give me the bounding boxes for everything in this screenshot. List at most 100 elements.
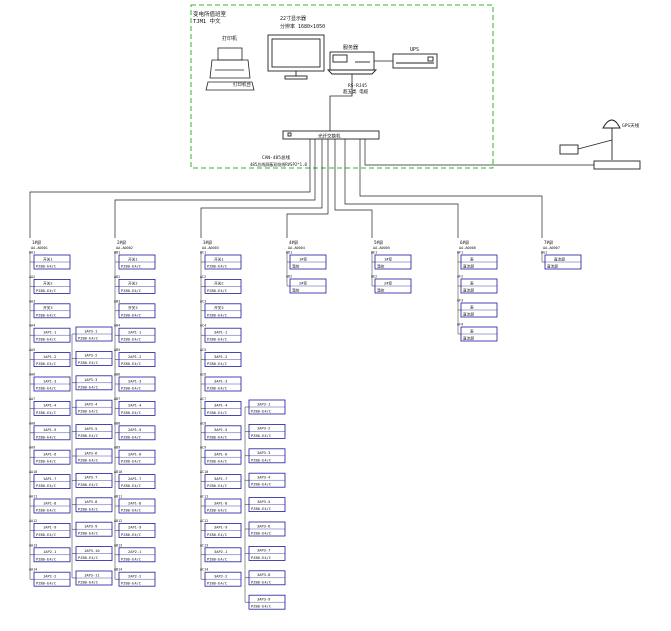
module-type: PZ80-E4/C — [36, 338, 56, 342]
module-type: PZ80-E4/C — [121, 289, 141, 293]
module-type: PZ80-E4/C — [207, 533, 227, 537]
module-type: PZ80-E4/C — [207, 338, 227, 342]
module-name: 开关2 — [43, 281, 53, 286]
printer-label: 打印机 — [222, 35, 237, 42]
module-type: PZ80-E4/C — [207, 557, 227, 561]
control-room-border — [190, 4, 494, 169]
module-type: PZ80-E4/C — [207, 460, 227, 464]
bus-wire-5 — [334, 139, 373, 238]
module-type: PZ80-E4/C — [36, 509, 56, 513]
module-name: 3AP3-7 — [257, 549, 270, 553]
module-name: 表 — [470, 280, 474, 285]
module-type: PZ80-E4/C — [251, 410, 271, 414]
module-tag: AC10 — [200, 470, 208, 474]
module-type: PZ80-E4/C — [121, 509, 141, 513]
column-header-code: AA-A0007 — [543, 246, 560, 250]
module-type: PZ80-E4/C — [121, 557, 141, 561]
column-header: 6#屏 — [460, 240, 469, 246]
module-type: 直流屏 — [463, 312, 474, 317]
module-type: PZ80-E4/C — [36, 411, 56, 415]
module-tag: AC6 — [200, 373, 206, 377]
module-type: PZ80-E4/C — [251, 532, 271, 536]
module-type: PZ80-E4/C — [121, 582, 141, 586]
module-tag: AA4 — [29, 324, 35, 328]
module-name: 1#变 — [384, 256, 392, 261]
module-name: 1AP1-6 — [43, 453, 56, 457]
room-subtitle: TJM1 中文 — [193, 17, 221, 25]
module-tag: AA7 — [29, 397, 35, 401]
module-tag: AB4 — [114, 324, 120, 328]
printer-desk-label: 打印机台 — [233, 81, 251, 88]
module-name: 开关2 — [128, 281, 138, 286]
server-label: 服务器 — [343, 44, 358, 51]
module-tag: AB2 — [114, 275, 120, 279]
module-type: PZ80-E4/C — [36, 265, 56, 269]
column-header-code: AA-A0005 — [373, 246, 390, 250]
module-tag: AE1 — [371, 251, 377, 255]
cable-label: RS-RJ45 — [348, 83, 367, 89]
module-name: 开关3 — [128, 305, 138, 310]
module-name: 3AP1-4 — [214, 404, 228, 408]
module-name: 1AP1-9 — [43, 526, 56, 530]
module-type: PZ80-E4/C — [121, 338, 141, 342]
module-name: 3AP1-9 — [214, 526, 227, 530]
module-type: PZ80-E4/C — [251, 458, 271, 462]
module-name: 3AP1-8 — [214, 501, 227, 505]
monitor-label: 22寸显示器 — [280, 15, 306, 22]
module-tag: AA10 — [29, 470, 37, 474]
module-name: 1AP3-9 — [84, 525, 97, 529]
module-type: PZ80-E4/C — [78, 581, 98, 585]
module-name: 1AP3-11 — [84, 573, 100, 577]
module-name: 直流屏 — [554, 256, 565, 261]
switch-label: 光纤交换机 — [318, 133, 341, 140]
module-tag: AF4 — [457, 323, 463, 327]
module-type: PZ80-E4/C — [207, 582, 227, 586]
module-name: 1AP2-1 — [43, 550, 56, 554]
module-tag: AG1 — [541, 251, 547, 255]
module-tag: AB3 — [114, 299, 120, 303]
module-type: PZ80-E4/C — [78, 361, 98, 365]
module-tag: AA9 — [29, 446, 35, 450]
module-tag: AD2 — [286, 275, 292, 279]
module-name: 2AP2-1 — [128, 550, 141, 554]
module-tag: AA11 — [29, 495, 37, 499]
module-name: 1AP3-3 — [84, 378, 97, 382]
module-type: 直流屏 — [463, 264, 474, 269]
module-name: 1AP3-7 — [84, 476, 97, 480]
module-tag: AC14 — [200, 568, 208, 572]
module-type: PZ80-E4/C — [251, 434, 271, 438]
module-type: PZ80-E4/C — [251, 605, 271, 609]
module-type: PZ80-E4/C — [251, 556, 271, 560]
ups-label: UPS — [410, 47, 419, 53]
bus-label: CAN-485总线 — [262, 154, 290, 161]
module-type: PZ80-E4/C — [36, 582, 56, 586]
module-tag: AB5 — [114, 348, 120, 352]
module-name: 3AP1-2 — [214, 355, 227, 359]
server-icon — [326, 51, 378, 75]
module-type: PZ80-E4/C — [78, 507, 98, 511]
fiber-switch-icon — [282, 130, 380, 140]
module-name: 3AP1-1 — [214, 331, 227, 335]
module-type: PZ80-E4/C — [207, 484, 227, 488]
module-name: 2AP1-5 — [128, 428, 141, 432]
module-name: 1AP3-2 — [84, 354, 97, 358]
bus-wire-4 — [286, 139, 329, 238]
monitor-resolution: 分辨率 1680×1050 — [280, 23, 325, 30]
module-tag: AA2 — [29, 275, 35, 279]
module-type: PZ80-E4/C — [251, 580, 271, 584]
module-name: 3AP1-6 — [214, 453, 227, 457]
module-name: 1AP3-5 — [84, 427, 97, 431]
module-type: PZ80-E4/C — [207, 509, 227, 513]
module-type: PZ80-E4/C — [36, 313, 56, 317]
module-tag: AC8 — [200, 421, 206, 425]
module-type: PZ80-E4/C — [36, 362, 56, 366]
module-name: 2AP1-1 — [128, 331, 141, 335]
cable-sub-label: 超五类 电缆 — [343, 88, 369, 95]
module-type: PZ80-E4/C — [121, 411, 141, 415]
module-name: 2AP1-8 — [128, 501, 141, 505]
module-tag: AA14 — [29, 568, 37, 572]
module-tag: AB6 — [114, 373, 120, 377]
bus-wire-3 — [200, 139, 323, 238]
module-type: PZ80-E4/C — [251, 507, 271, 511]
column-header-code: AA-A0002 — [116, 246, 133, 250]
